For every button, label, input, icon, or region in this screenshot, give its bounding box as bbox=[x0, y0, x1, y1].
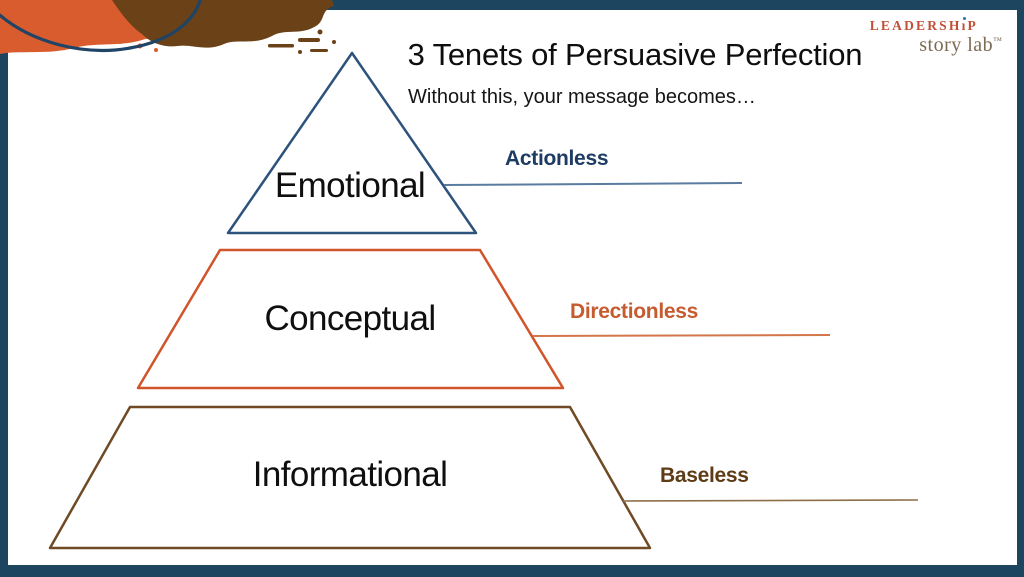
actionless-label: Actionless bbox=[505, 147, 609, 170]
brown-brush-speckles bbox=[240, 29, 336, 54]
logo-i-dot-icon bbox=[962, 17, 966, 20]
logo-story-lab-line: story lab™ bbox=[870, 35, 1002, 55]
baseless-label: Baseless bbox=[660, 464, 749, 487]
conceptual-label: Conceptual bbox=[264, 299, 436, 338]
emotional-triangle bbox=[226, 51, 478, 235]
informational-trapezoid bbox=[48, 405, 652, 550]
baseless-connector-line bbox=[622, 499, 919, 502]
slide-subtitle: Without this, your message becomes… bbox=[408, 86, 756, 108]
logo-leadership-post: P bbox=[967, 18, 978, 33]
directionless-label: Directionless bbox=[570, 300, 698, 323]
logo-wordmark: story lab bbox=[919, 33, 994, 56]
slide-title: 3 Tenets of Persuasive Perfection bbox=[407, 37, 863, 72]
actionless-connector-line bbox=[443, 182, 743, 186]
navy-curve-line bbox=[0, 0, 202, 52]
informational-label: Informational bbox=[252, 455, 448, 494]
emotional-label: Emotional bbox=[274, 166, 426, 205]
logo-letter-i: ı bbox=[961, 17, 968, 33]
logo-leadership-pre: LEADERSH bbox=[869, 18, 962, 33]
directionless-connector-line bbox=[532, 334, 831, 337]
logo-trademark: ™ bbox=[993, 34, 1002, 45]
conceptual-trapezoid bbox=[136, 248, 565, 390]
